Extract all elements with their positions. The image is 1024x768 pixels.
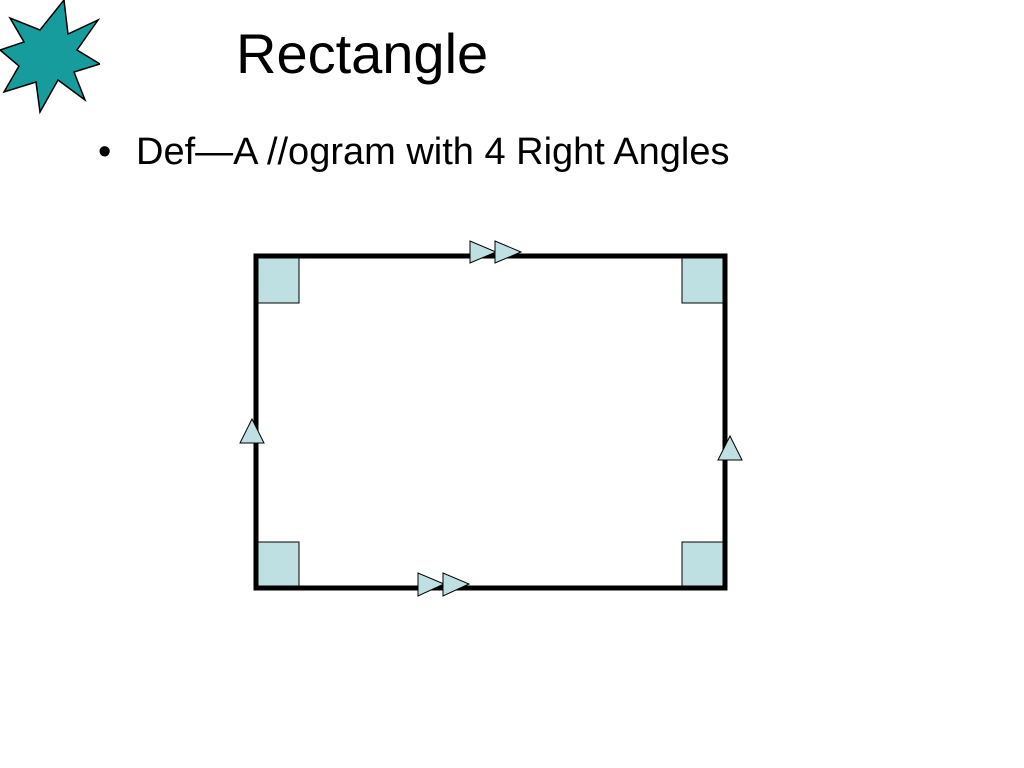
bullet-item: • Def—A //ogram with 4 Right Angles (98, 128, 730, 177)
parallel-arrow-top-2 (494, 240, 523, 264)
slide-title: Rectangle (236, 22, 489, 85)
right-angle-marker-bottom-left (255, 541, 300, 589)
rectangle-outline (253, 253, 728, 591)
starburst-icon (0, 0, 100, 115)
parallel-arrow-left (239, 417, 265, 444)
right-angle-marker-top-right (681, 255, 726, 304)
bullet-marker: • (98, 131, 112, 173)
bullet-text: Def—A //ogram with 4 Right Angles (136, 131, 730, 173)
starburst-shape (0, 0, 100, 115)
right-angle-marker-top-left (255, 255, 300, 304)
parallel-arrow-bottom-1 (417, 572, 446, 597)
parallel-arrow-right (717, 434, 743, 461)
bullet-list: • Def—A //ogram with 4 Right Angles (98, 128, 730, 177)
parallel-arrow-top-1 (469, 240, 498, 264)
parallel-arrow-bottom-2 (442, 572, 471, 597)
right-angle-marker-bottom-right (681, 541, 726, 589)
